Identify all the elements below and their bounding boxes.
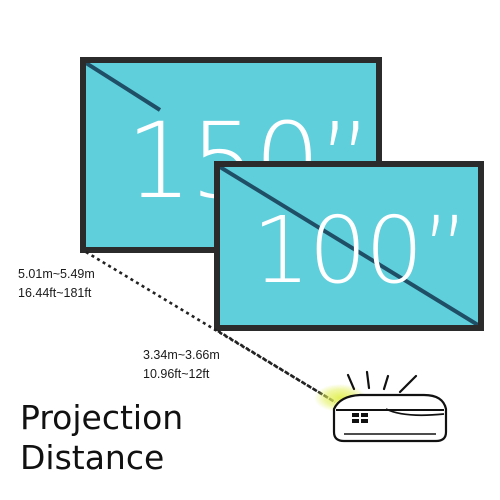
projector-icon bbox=[332, 370, 448, 443]
distance-150-feet: 16.44ft~181ft bbox=[18, 286, 92, 300]
headline-line-1: Projection bbox=[20, 398, 184, 437]
screen-100-diagonal bbox=[220, 167, 478, 325]
screen-100-label: 100” bbox=[252, 197, 469, 304]
distance-150-meters: 5.01m~5.49m bbox=[18, 267, 95, 281]
distance-100: 3.34m~3.66m 10.96ft~12ft bbox=[143, 346, 220, 384]
screen-100: 100” bbox=[214, 161, 484, 331]
headline-line-2: Distance bbox=[20, 438, 165, 477]
distance-100-feet: 10.96ft~12ft bbox=[143, 367, 210, 381]
distance-150: 5.01m~5.49m 16.44ft~181ft bbox=[18, 265, 95, 303]
headline: Projection Distance bbox=[20, 398, 183, 478]
screen-150-diagonal bbox=[86, 63, 162, 112]
distance-100-meters: 3.34m~3.66m bbox=[143, 348, 220, 362]
beam-glow bbox=[314, 384, 366, 412]
projection-line-100 bbox=[217, 329, 336, 404]
